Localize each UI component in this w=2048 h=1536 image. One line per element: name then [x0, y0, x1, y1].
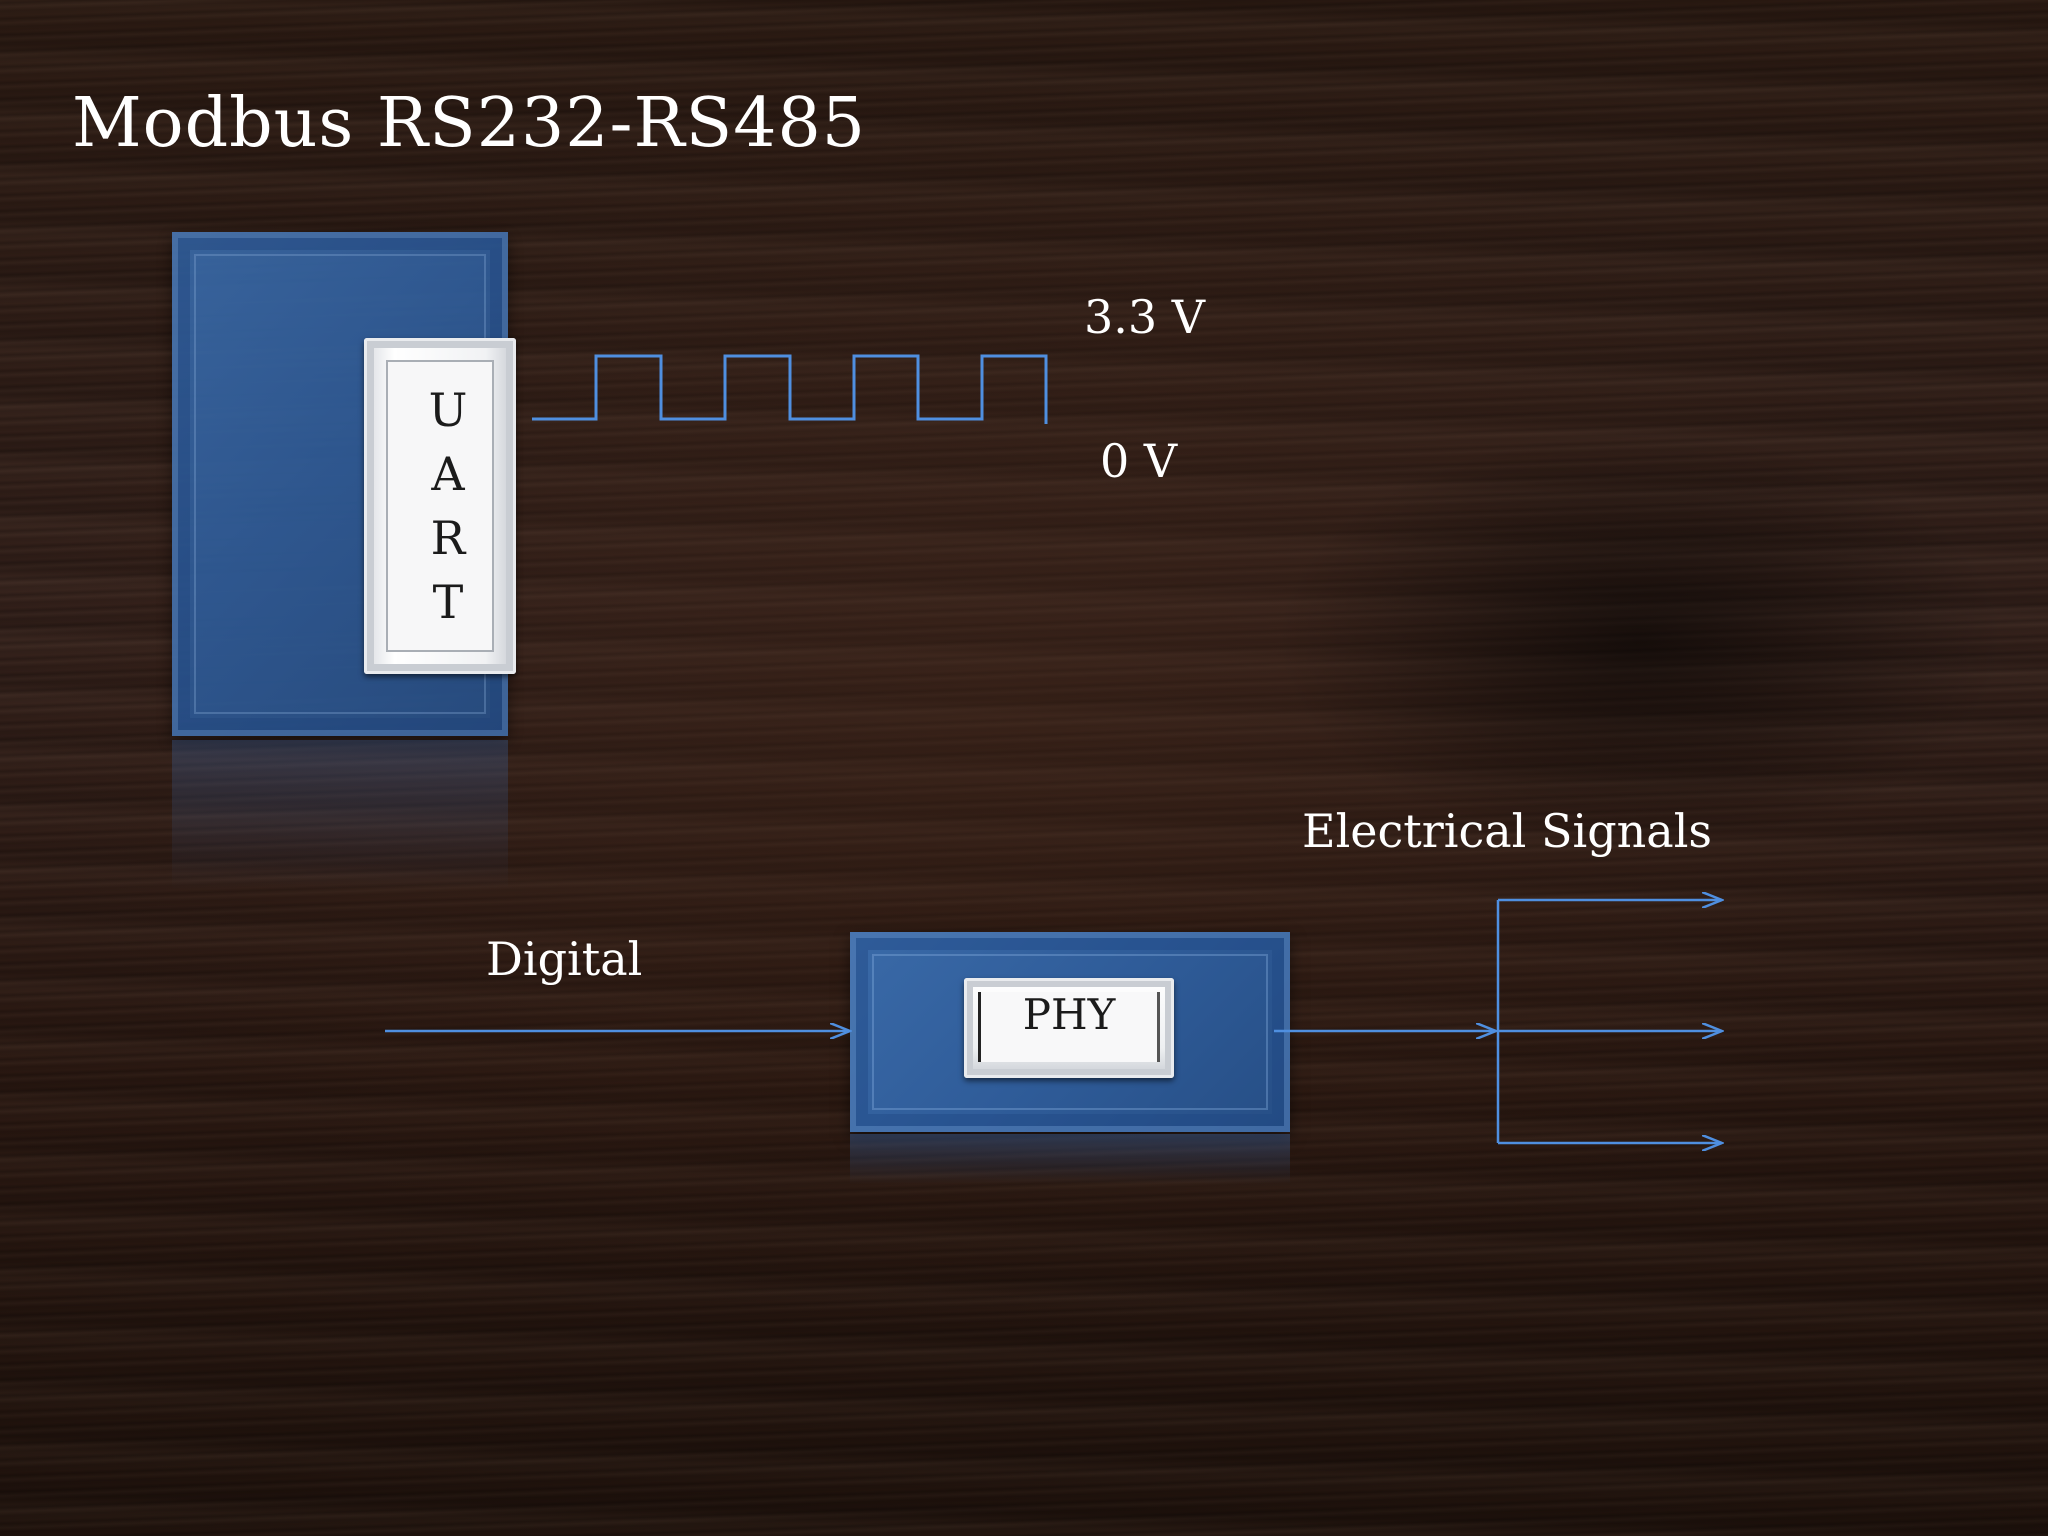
uart-label: U A R T	[364, 378, 532, 634]
phy-block-reflection	[850, 1134, 1290, 1184]
uart-letter-a: A	[431, 447, 465, 501]
phy-chip	[964, 978, 1174, 1078]
phy-label: PHY	[1022, 990, 1116, 1039]
uart-block-reflection	[172, 740, 508, 890]
digital-label: Digital	[486, 932, 643, 986]
square-wave-signal	[532, 354, 1048, 424]
uart-letter-u: U	[428, 383, 468, 437]
uart-letter-r: R	[430, 511, 466, 565]
uart-chip	[364, 338, 516, 674]
electrical-signals-label: Electrical Signals	[1302, 804, 1713, 858]
high-voltage-label: 3.3 V	[1084, 290, 1205, 344]
low-voltage-label: 0 V	[1100, 434, 1178, 488]
slide-title: Modbus RS232-RS485	[72, 84, 867, 163]
uart-letter-t: T	[432, 575, 464, 629]
